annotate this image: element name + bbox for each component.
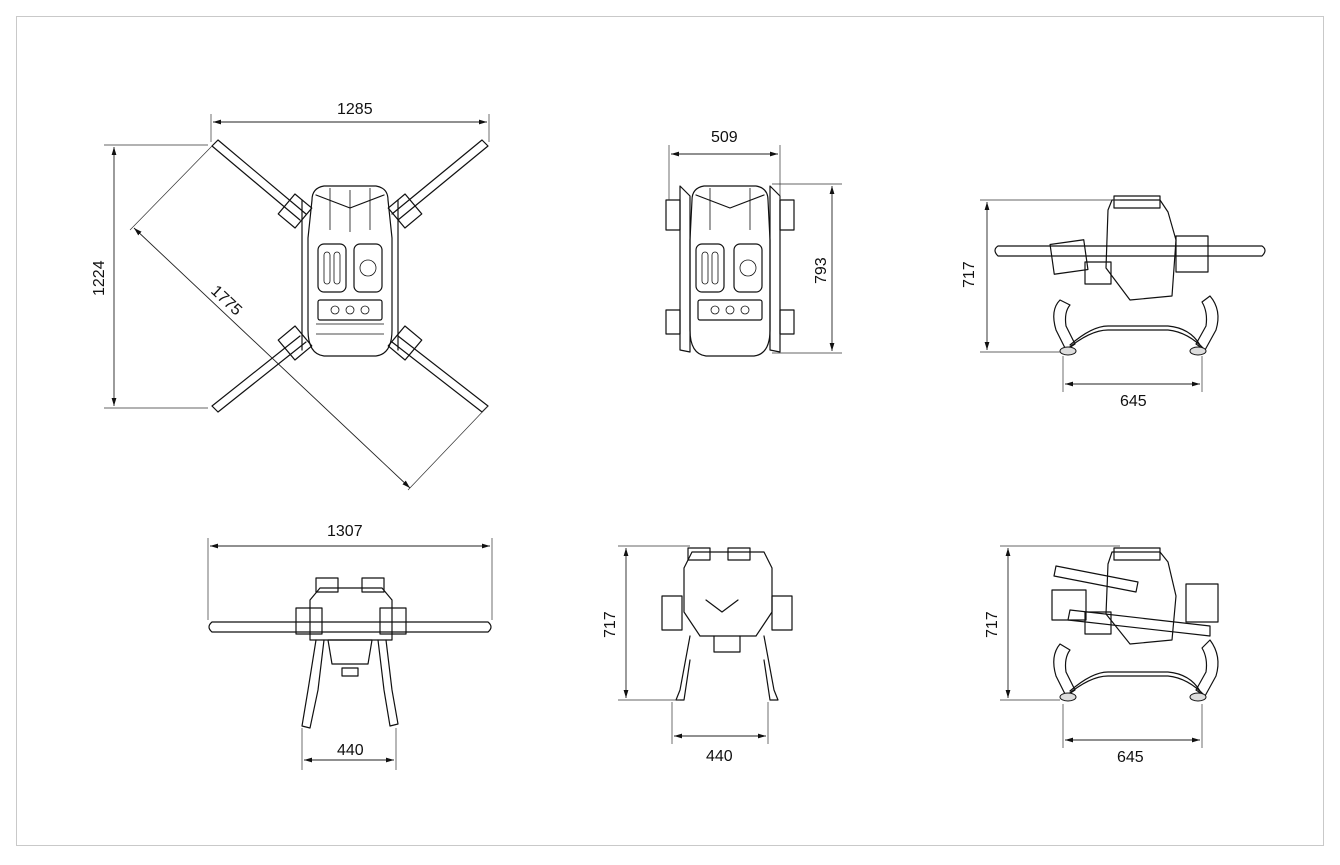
dim-height-717-side2: 717 (984, 545, 1120, 701)
front-view: 1307 440 (207, 523, 493, 770)
drone-side-2 (1051, 547, 1219, 702)
fuselage-folded (665, 185, 795, 357)
dim-height-717-rear: 717 (602, 545, 690, 701)
dim-width-1307: 1307 (207, 523, 493, 620)
dim-label: 717 (602, 611, 619, 638)
dim-diagonal-1775: 1775 (129, 145, 489, 491)
dim-label: 645 (1117, 749, 1144, 766)
dim-label: 1307 (327, 523, 363, 540)
dim-wheelbase-645-side2: 645 (1062, 704, 1203, 766)
arms (211, 139, 489, 413)
dim-width-509: 509 (668, 129, 781, 200)
dim-label: 1285 (337, 101, 373, 118)
dim-depth-1224: 1224 (91, 144, 208, 409)
side-view-2: 717 645 (984, 545, 1219, 766)
dim-label: 717 (984, 611, 1001, 638)
dim-label: 440 (337, 742, 364, 759)
dim-length-793: 793 (772, 183, 842, 354)
dim-label: 440 (706, 748, 733, 765)
dim-label: 793 (813, 257, 830, 284)
dim-label: 717 (961, 261, 978, 288)
dim-width-1285: 1285 (210, 101, 490, 142)
drone-rear (661, 547, 793, 701)
top-view-folded: 509 793 (665, 129, 842, 357)
dim-label: 645 (1120, 393, 1147, 410)
side-view: 717 645 (961, 195, 1266, 410)
dim-label: 1775 (207, 282, 245, 319)
dim-height-717: 717 (961, 199, 1120, 353)
top-view-unfolded: 1285 1224 1775 (91, 101, 490, 491)
dim-track-440-rear: 440 (671, 702, 769, 765)
drone-side (994, 195, 1266, 356)
dim-label: 1224 (91, 260, 108, 296)
rear-view: 717 440 (602, 545, 793, 765)
drawing-sheet (16, 16, 1324, 846)
dim-track-440: 440 (301, 728, 397, 770)
fuselage (301, 185, 399, 357)
dim-wheelbase-645: 645 (1062, 356, 1203, 410)
drone-front (208, 577, 492, 729)
dim-label: 509 (711, 129, 738, 146)
